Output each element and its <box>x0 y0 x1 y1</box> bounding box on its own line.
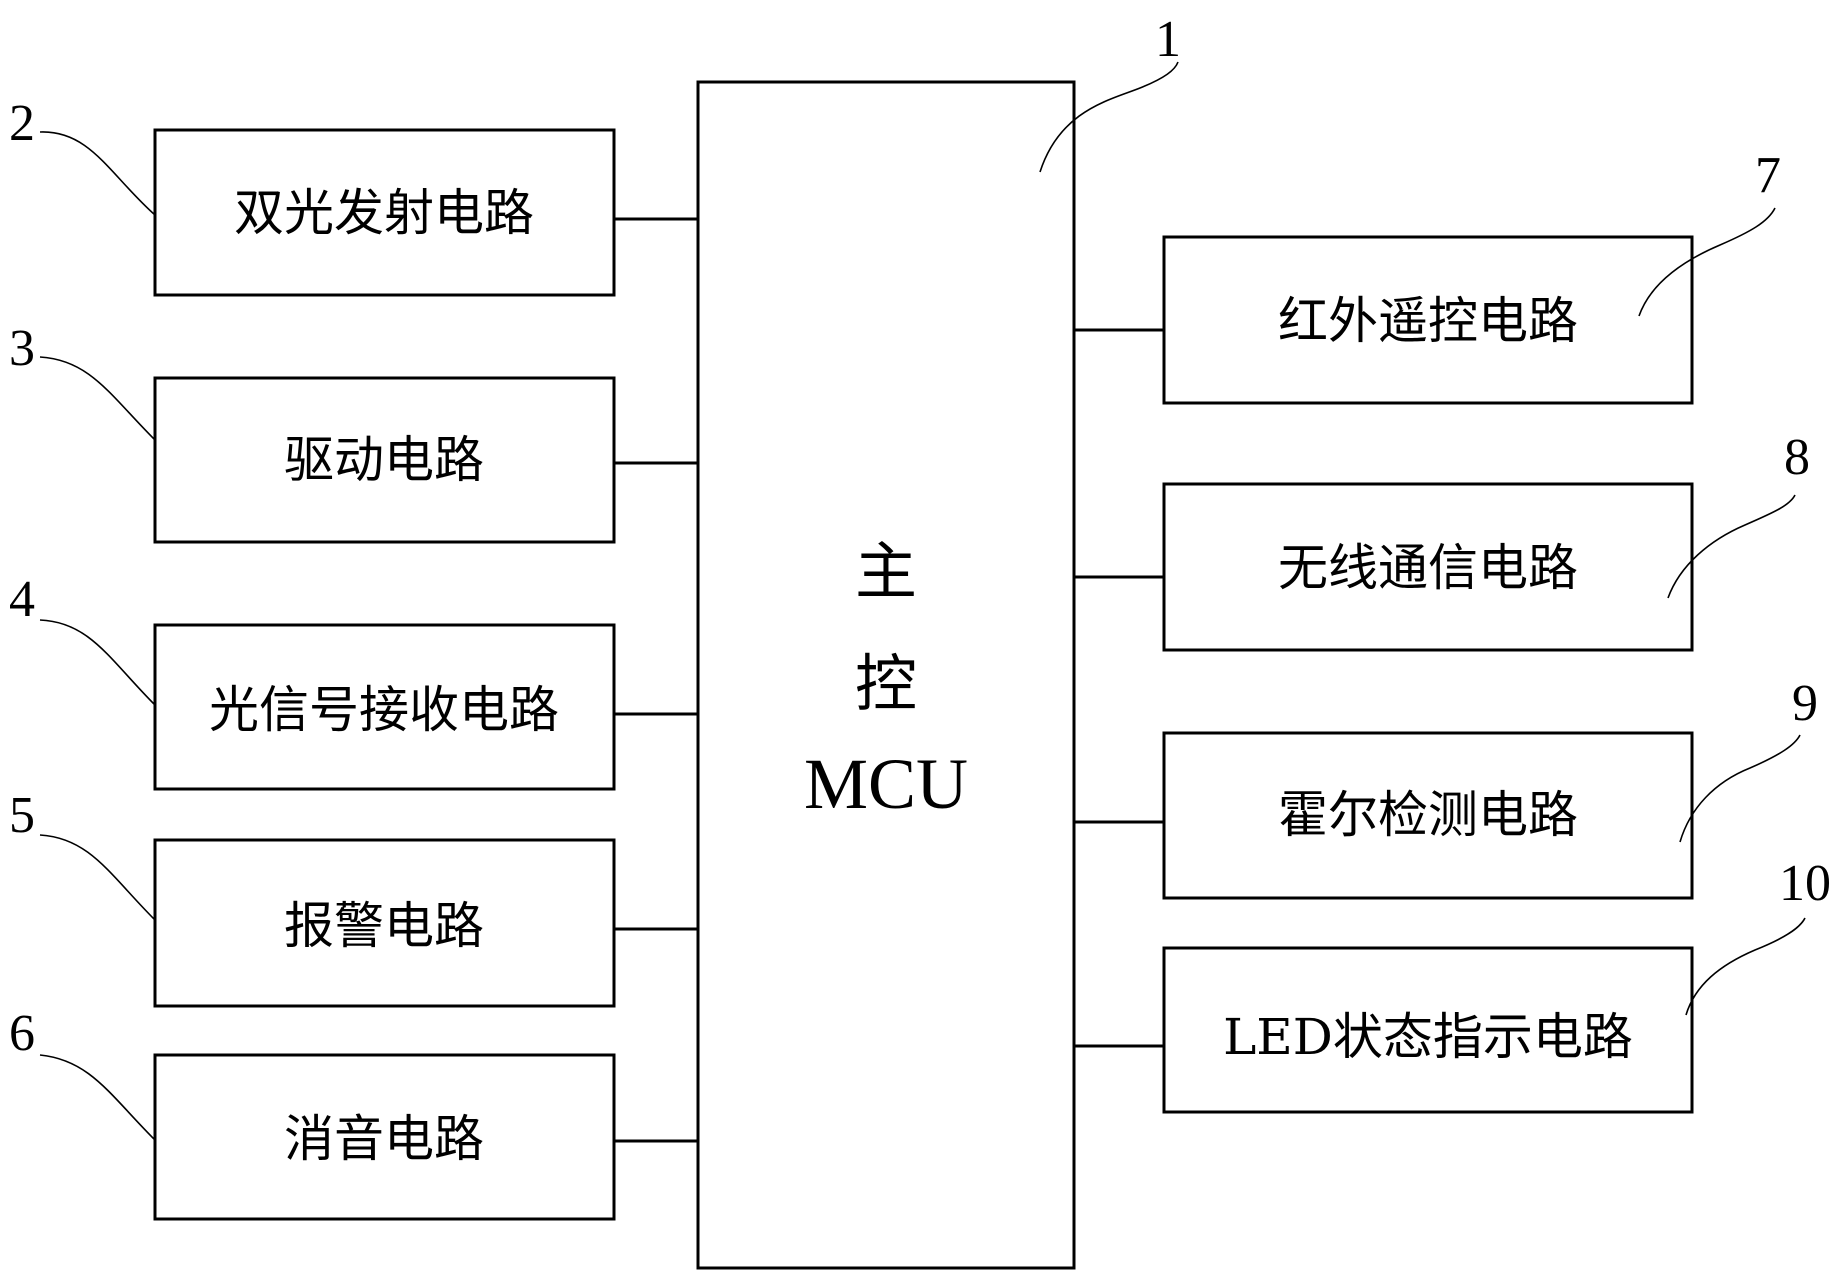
right-block-8: 无线通信电路 8 <box>1074 429 1810 652</box>
leader-line <box>39 1054 156 1141</box>
right-block-9: 霍尔检测电路 9 <box>1074 675 1818 900</box>
block-label: 光信号接收电路 <box>209 681 559 739</box>
ref-number-1: 1 <box>1155 11 1181 68</box>
ref-number: 5 <box>9 787 35 844</box>
block-box <box>153 1053 616 1221</box>
block-box <box>1162 482 1694 652</box>
ref-number: 2 <box>9 95 35 152</box>
block-box <box>153 838 616 1008</box>
left-block-4: 光信号接收电路 4 <box>9 571 698 791</box>
leader-line <box>39 356 156 441</box>
leader-line <box>39 834 156 921</box>
block-label: 红外遥控电路 <box>1278 292 1578 350</box>
block-box <box>153 376 616 544</box>
block-box <box>153 128 616 297</box>
ref-number: 9 <box>1792 675 1818 732</box>
ref-number: 4 <box>9 571 35 628</box>
block-label: 消音电路 <box>284 1110 484 1168</box>
ref-number: 7 <box>1755 147 1781 204</box>
ref-number: 3 <box>9 320 35 377</box>
leader-line <box>39 131 156 216</box>
block-label: 双光发射电路 <box>234 184 534 242</box>
block-label: 报警电路 <box>284 897 484 955</box>
leader-line <box>1638 207 1776 317</box>
ref-number: 8 <box>1784 429 1810 486</box>
block-box <box>153 623 616 791</box>
mcu-box <box>696 80 1076 1270</box>
mcu-label-line-2: 控 <box>855 647 917 720</box>
block-label: 驱动电路 <box>284 431 484 489</box>
leader-line <box>1667 494 1796 599</box>
mcu-label-line-3: MCU <box>804 744 968 824</box>
left-block-2: 双光发射电路 2 <box>9 95 698 297</box>
right-block-7: 红外遥控电路 7 <box>1074 147 1781 405</box>
main-controller-block: 主 控 MCU 1 <box>696 11 1181 1270</box>
ref-number: 10 <box>1779 855 1831 912</box>
left-block-5: 报警电路 5 <box>9 787 698 1008</box>
right-block-10: LED状态指示电路 10 <box>1074 855 1831 1114</box>
block-label: 霍尔检测电路 <box>1278 786 1578 844</box>
left-block-6: 消音电路 6 <box>9 1005 698 1221</box>
leader-line-1 <box>1039 61 1179 173</box>
block-box <box>1162 235 1694 405</box>
leader-line <box>1679 734 1801 843</box>
left-block-3: 驱动电路 3 <box>9 320 698 544</box>
block-label: LED状态指示电路 <box>1223 1008 1633 1066</box>
block-box <box>1162 946 1694 1114</box>
block-box <box>1162 731 1694 900</box>
mcu-label-line-1: 主 <box>855 535 917 608</box>
leader-line <box>1685 917 1806 1016</box>
ref-number: 6 <box>9 1005 35 1062</box>
block-label: 无线通信电路 <box>1278 539 1578 597</box>
leader-line <box>39 619 156 706</box>
